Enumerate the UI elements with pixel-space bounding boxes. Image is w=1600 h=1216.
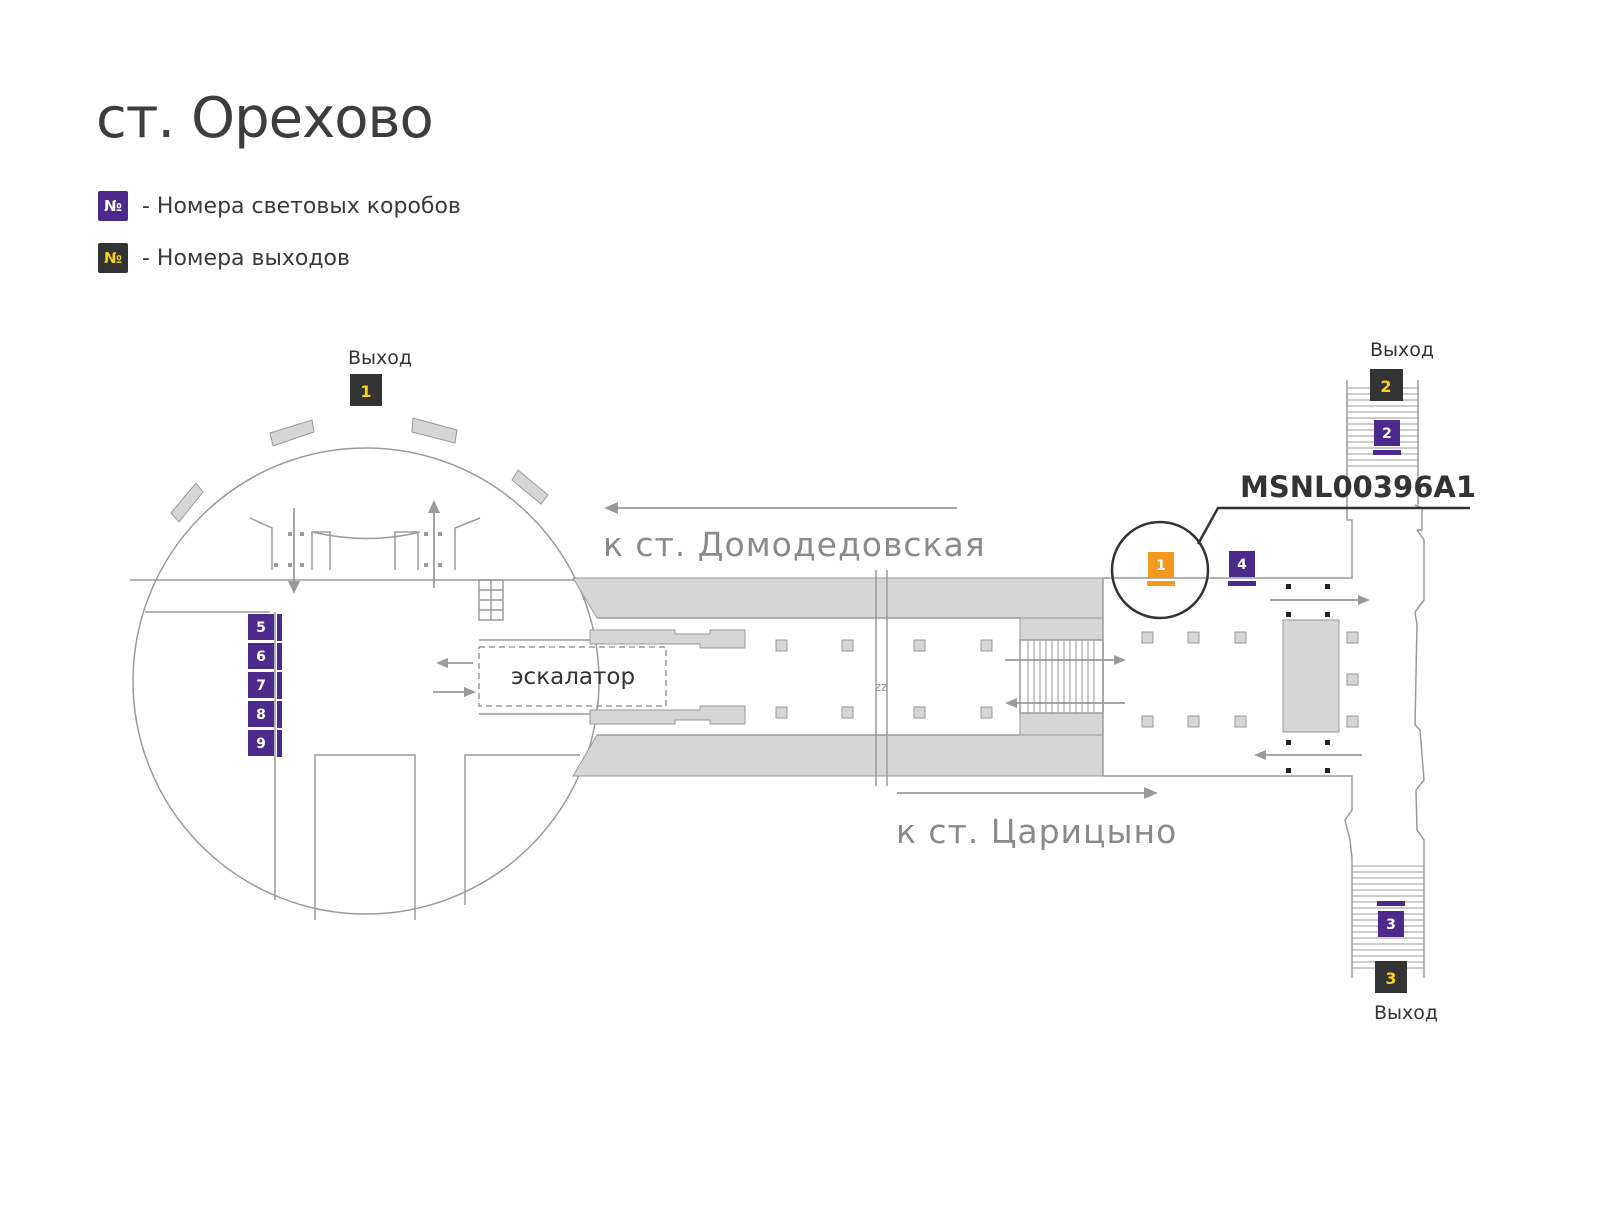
exit-badge-2: 2 [1370, 369, 1403, 401]
columns [775, 631, 1359, 728]
direction-tsaritsyno: к ст. Царицыно [896, 812, 1177, 851]
lightbox-badge-9-number: 9 [256, 736, 266, 752]
exit-1-label: Выход [348, 347, 412, 369]
lightbox-badge-3: 3 [1378, 911, 1404, 937]
lightbox-badge-2: 2 [1374, 420, 1400, 446]
flow-arrows [288, 500, 1370, 799]
lightbox-badge-4: 4 [1229, 551, 1255, 577]
legend-lightbox-label: - Номера световых коробов [142, 193, 461, 219]
lightbox-badge-7: 7 [248, 672, 274, 698]
vestibule-circle [132, 447, 600, 915]
lightbox-badge-8-number: 8 [256, 707, 266, 723]
exit-badge-1-number: 1 [360, 382, 371, 401]
legend-exit-badge: № [98, 243, 128, 273]
track-break-mark: zz [875, 680, 888, 694]
exit-badge-3-number: 3 [1385, 969, 1396, 988]
direction-domodedovskaya: к ст. Домодедовская [603, 525, 986, 564]
lightbox-badge-5-number: 5 [256, 620, 266, 636]
lightbox-badge-5: 5 [248, 614, 274, 640]
highlight-marker [1110, 506, 1470, 620]
lightbox-badge-7-number: 7 [256, 678, 266, 694]
exit-badge-1: 1 [350, 374, 382, 406]
highlight-code: MSNL00396A1 [1240, 470, 1476, 504]
exit-2-label: Выход [1370, 339, 1434, 361]
exit-badge-3: 3 [1375, 961, 1407, 993]
legend-lightboxes: № - Номера световых коробов [98, 191, 461, 221]
lightbox-badge-3-number: 3 [1386, 917, 1396, 933]
legend-lightbox-badge: № [98, 191, 128, 221]
legend-exits: № - Номера выходов [98, 243, 350, 273]
lightbox-badge-6-number: 6 [256, 649, 266, 665]
escalator-label: эскалатор [511, 664, 635, 690]
lightbox-badge-6: 6 [248, 643, 274, 669]
lightbox-badge-1-number: 1 [1156, 558, 1166, 574]
lightbox-badge-8: 8 [248, 701, 274, 727]
legend-exit-label: - Номера выходов [142, 245, 350, 271]
lightbox-badge-2-number: 2 [1382, 426, 1392, 442]
exit-badge-2-number: 2 [1380, 377, 1391, 396]
lightbox-badge-9: 9 [248, 730, 274, 756]
station-title: ст. Орехово [96, 86, 434, 151]
lightbox-badge-1: 1 [1148, 552, 1174, 578]
exit-3-label: Выход [1374, 1002, 1438, 1024]
lightbox-badge-4-number: 4 [1237, 557, 1247, 573]
